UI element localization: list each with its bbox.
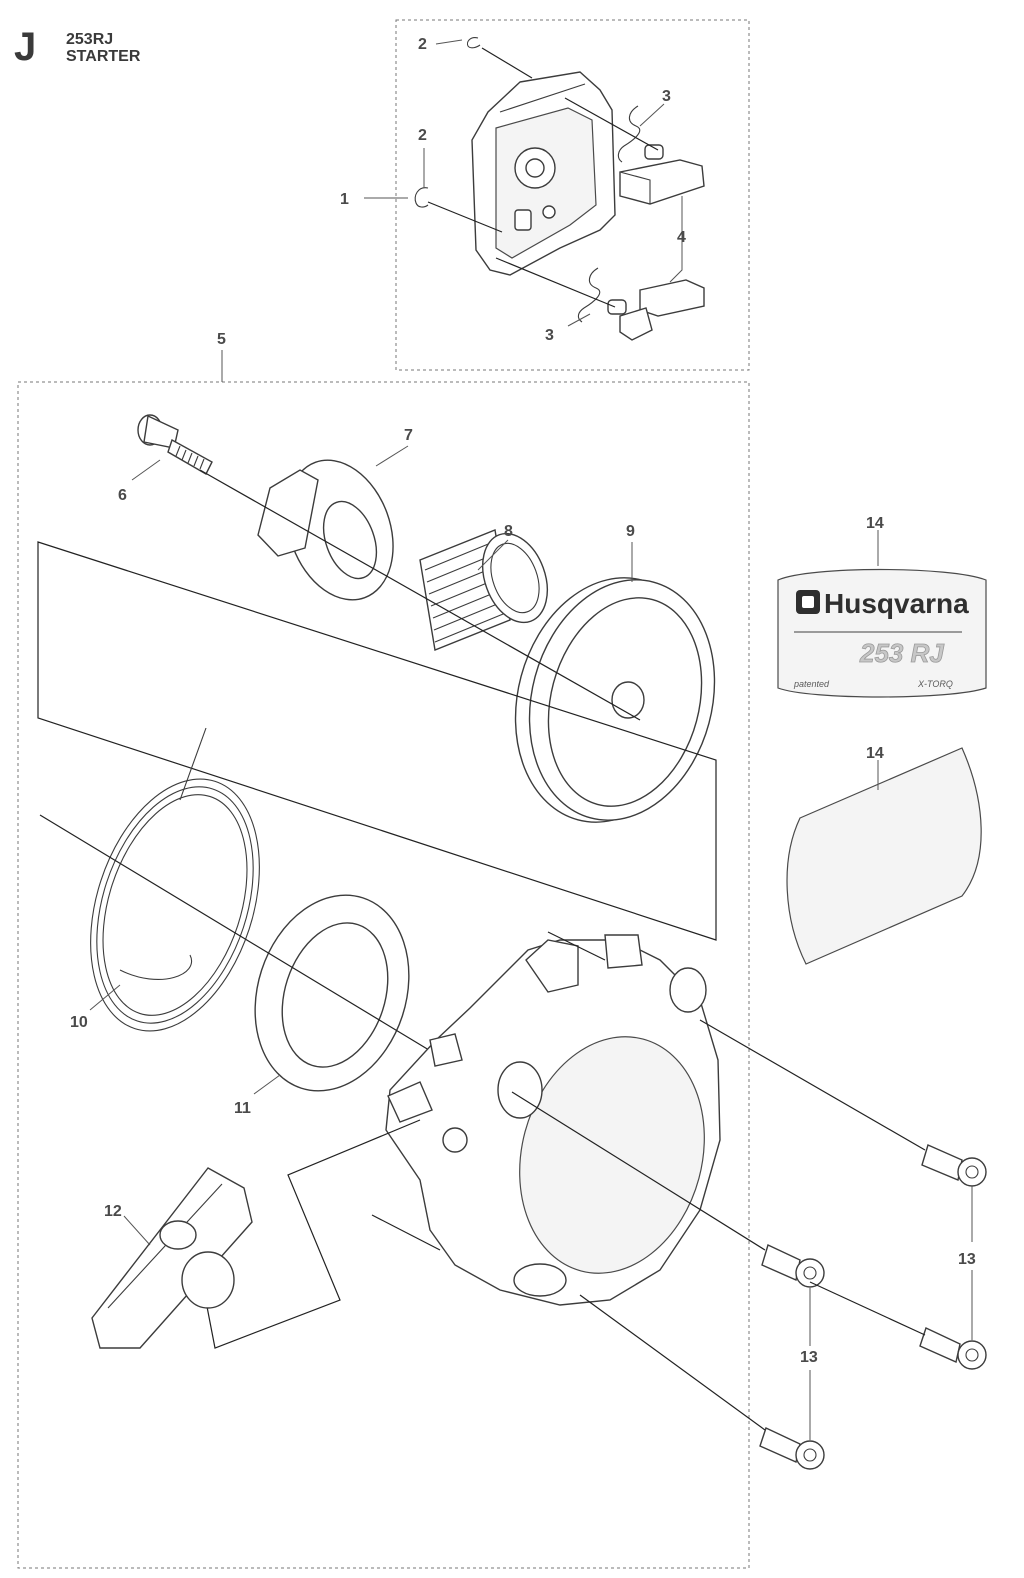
callout-6: 6: [118, 487, 127, 504]
callout-2-upper: 2: [418, 36, 427, 53]
recoil-coil-spring: [419, 529, 548, 651]
husqvarna-crown-icon: [796, 590, 820, 614]
callout-7: 7: [404, 427, 413, 444]
circlip-lower: [414, 187, 429, 208]
screw-middle: [761, 1244, 825, 1288]
starter-assembly-box: [17, 381, 750, 1569]
screw-top-right: [921, 1144, 987, 1187]
callout-13-right: 13: [958, 1251, 976, 1268]
pawl-spring-upper: [617, 105, 641, 163]
rope-pulley: [514, 577, 716, 823]
callout-1: 1: [340, 191, 349, 208]
starter-housing: [385, 934, 721, 1306]
callout-3-lower: 3: [545, 327, 554, 344]
decal-backing: [786, 747, 982, 965]
callout-5: 5: [217, 331, 226, 348]
starter-handle: [91, 1167, 253, 1349]
circlip-upper: [466, 37, 481, 49]
pawl-upper: [619, 144, 705, 205]
decal-front: Husqvarna 253 RJ patented X-TORQ: [777, 568, 987, 698]
shoulder-screw: [137, 414, 213, 475]
callout-14-decal: 14: [866, 515, 884, 532]
decal-xtorq: X-TORQ: [917, 679, 953, 689]
pawl-assembly-box: [395, 19, 750, 371]
callout-12: 12: [104, 1203, 122, 1220]
pawl-spring-lower: [577, 267, 601, 323]
model-name: 253RJ: [66, 31, 113, 48]
callout-9: 9: [626, 523, 635, 540]
ring-washer: [254, 894, 410, 1092]
spring-bushing: [257, 459, 394, 601]
screw-bottom: [759, 1427, 825, 1470]
callout-13-left: 13: [800, 1349, 818, 1366]
callout-4: 4: [677, 229, 686, 246]
callout-10: 10: [70, 1014, 88, 1031]
section-letter: J: [14, 25, 36, 69]
callout-2-lower: 2: [418, 127, 427, 144]
pulley-subassembly-outline: [37, 541, 717, 941]
section-title: STARTER: [66, 48, 141, 65]
flat-recoil-spring: [90, 727, 260, 1032]
decal-brand: Husqvarna: [824, 588, 969, 619]
screw-bottom-right: [919, 1327, 987, 1370]
diagram-header: J 253RJ STARTER: [14, 25, 141, 69]
callout-14-backing: 14: [866, 745, 884, 762]
pawl-lower: [607, 279, 705, 341]
decal-patented: patented: [793, 679, 830, 689]
callout-11: 11: [234, 1100, 251, 1117]
callout-8: 8: [504, 523, 513, 540]
decal-model: 253 RJ: [859, 638, 944, 668]
pawl-carrier: [471, 71, 616, 276]
callout-3-upper: 3: [662, 88, 671, 105]
